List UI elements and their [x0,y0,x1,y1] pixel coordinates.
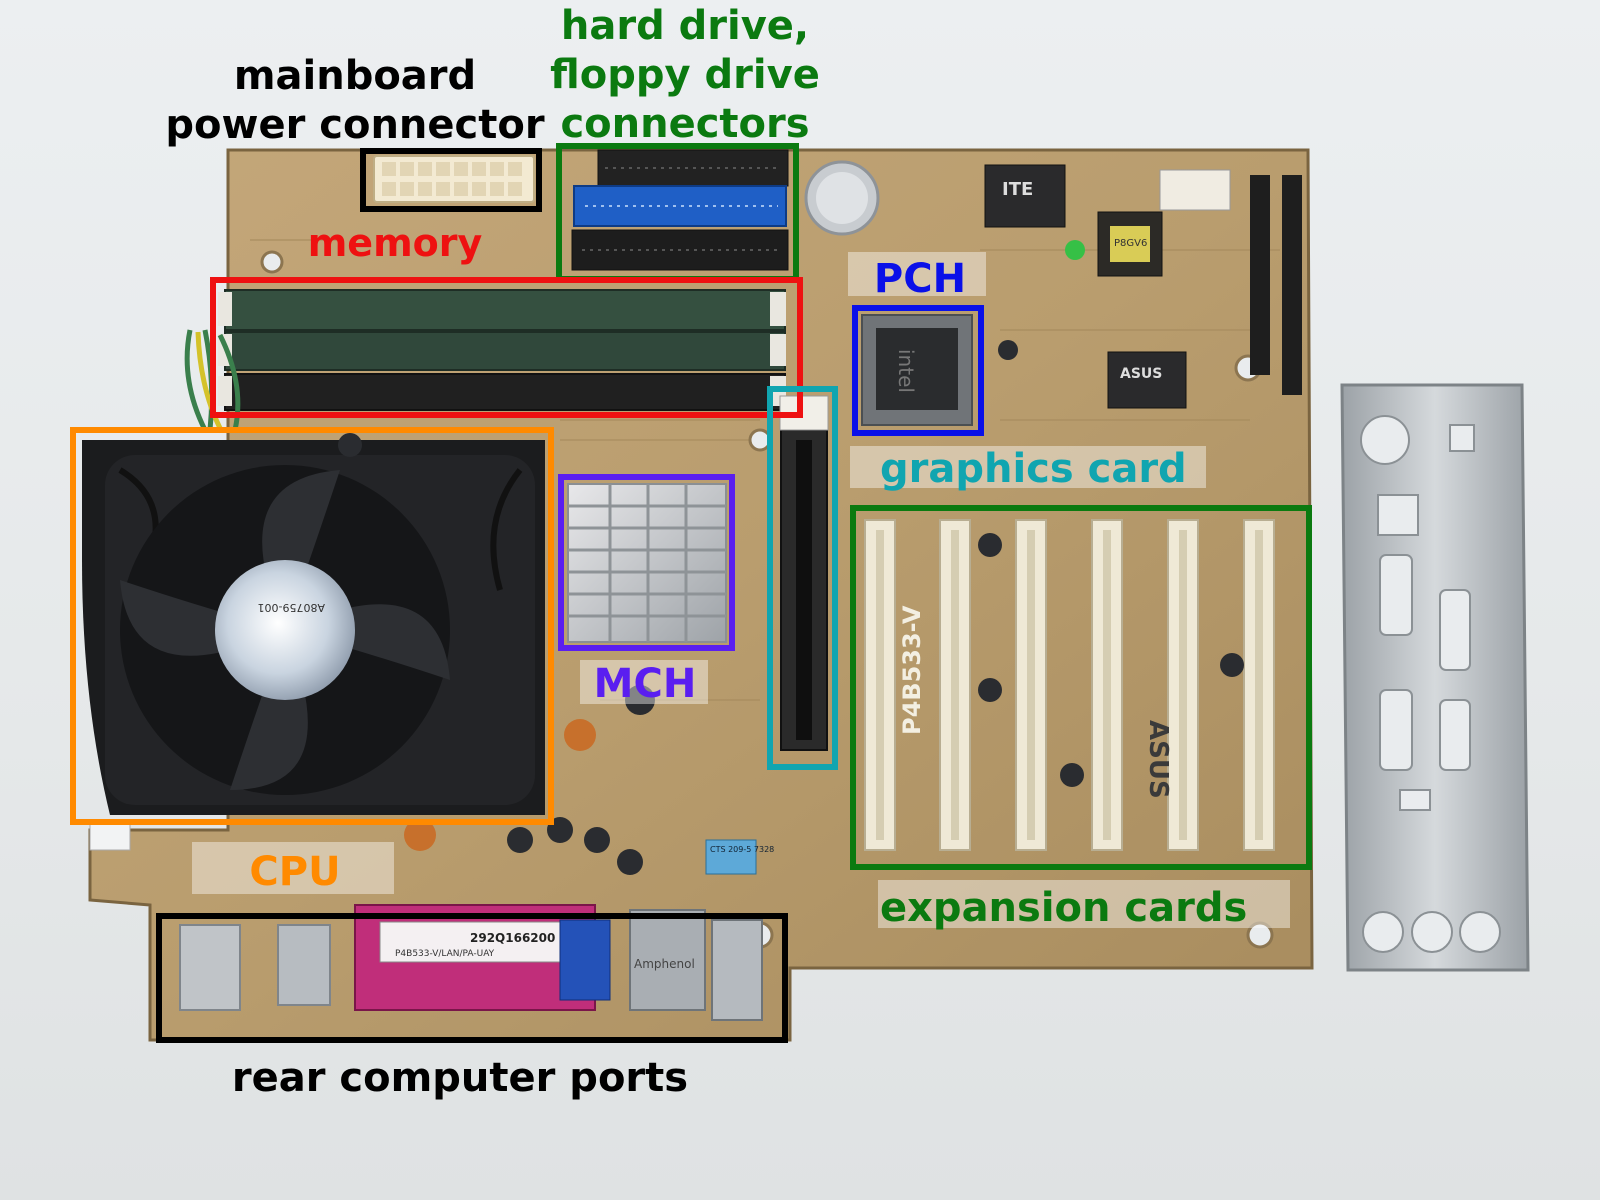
chip-bios-text: P8GV6 [1114,238,1147,249]
chip-ite-text: ITE [1002,179,1033,200]
cpu-label: CPU [249,849,341,895]
pch-label-plate [848,252,986,296]
rear-ports-label: rear computer ports [231,1055,689,1101]
pch-label: PCH [873,256,967,302]
agp-slot [779,395,829,751]
cmos-battery [804,160,880,236]
io-shield-plate [1340,383,1530,972]
mch-label: MCH [593,661,697,707]
pch-box [852,305,984,436]
capacitors [338,340,1018,875]
memory-label: memory [307,221,483,265]
port-vendor-text: Amphenol [634,957,695,971]
chip-bios: P8GV6 [1097,211,1163,277]
dip-switch: CTS 209-5 7328 [705,839,774,875]
pch-chip: intel [861,314,973,426]
expansion-cards-label: expansion cards [880,885,1248,931]
power-connector-label: mainboard power connector [165,53,545,148]
port-sticker-text: 292Q166200 [470,931,555,945]
cpu-box [70,427,554,825]
fan-hub [215,560,355,700]
expansion-label-plate [878,880,1290,928]
drive-connectors-box [556,143,799,282]
chip-ite: ITE [984,164,1066,228]
mch-label-plate [580,660,708,704]
pci-slots: P4B533-V ASUS [864,519,1275,851]
board-model-text: P4B533-V [898,605,926,735]
fan-label-text: A80759-001 [258,601,325,614]
chip-intel-text: intel [894,349,918,393]
power-connector [373,155,535,203]
chip-asus-audio: ASUS [1107,351,1187,409]
rear-io-ports: 292Q166200 P4B533-V/LAN/PA-UAY Amphenol [179,904,763,1021]
expansion-cards-box [850,505,1312,870]
memory-box [210,277,803,418]
coils [404,719,596,851]
ide-connectors [571,149,789,271]
cpu-label-plate [192,842,394,894]
port-sticker2-text: P4B533-V/LAN/PA-UAY [395,949,495,959]
cpu-cooler: A80759-001 [82,329,545,851]
graphics-card-label: graphics card [880,446,1187,492]
drive-connectors-label: hard drive, floppy drive connectors [550,3,820,147]
chip-asus-text: ASUS [1120,366,1162,382]
right-headers [1065,169,1302,395]
power-connector-box [360,148,542,212]
graphics-label-plate [850,446,1206,488]
board-brand-text: ASUS [1143,720,1173,799]
mch-heatsink [567,483,727,643]
rear-ports-box [156,913,788,1043]
graphics-card-box [767,386,838,770]
mch-box [558,474,735,651]
dip-switch-text: CTS 209-5 7328 [710,845,774,854]
